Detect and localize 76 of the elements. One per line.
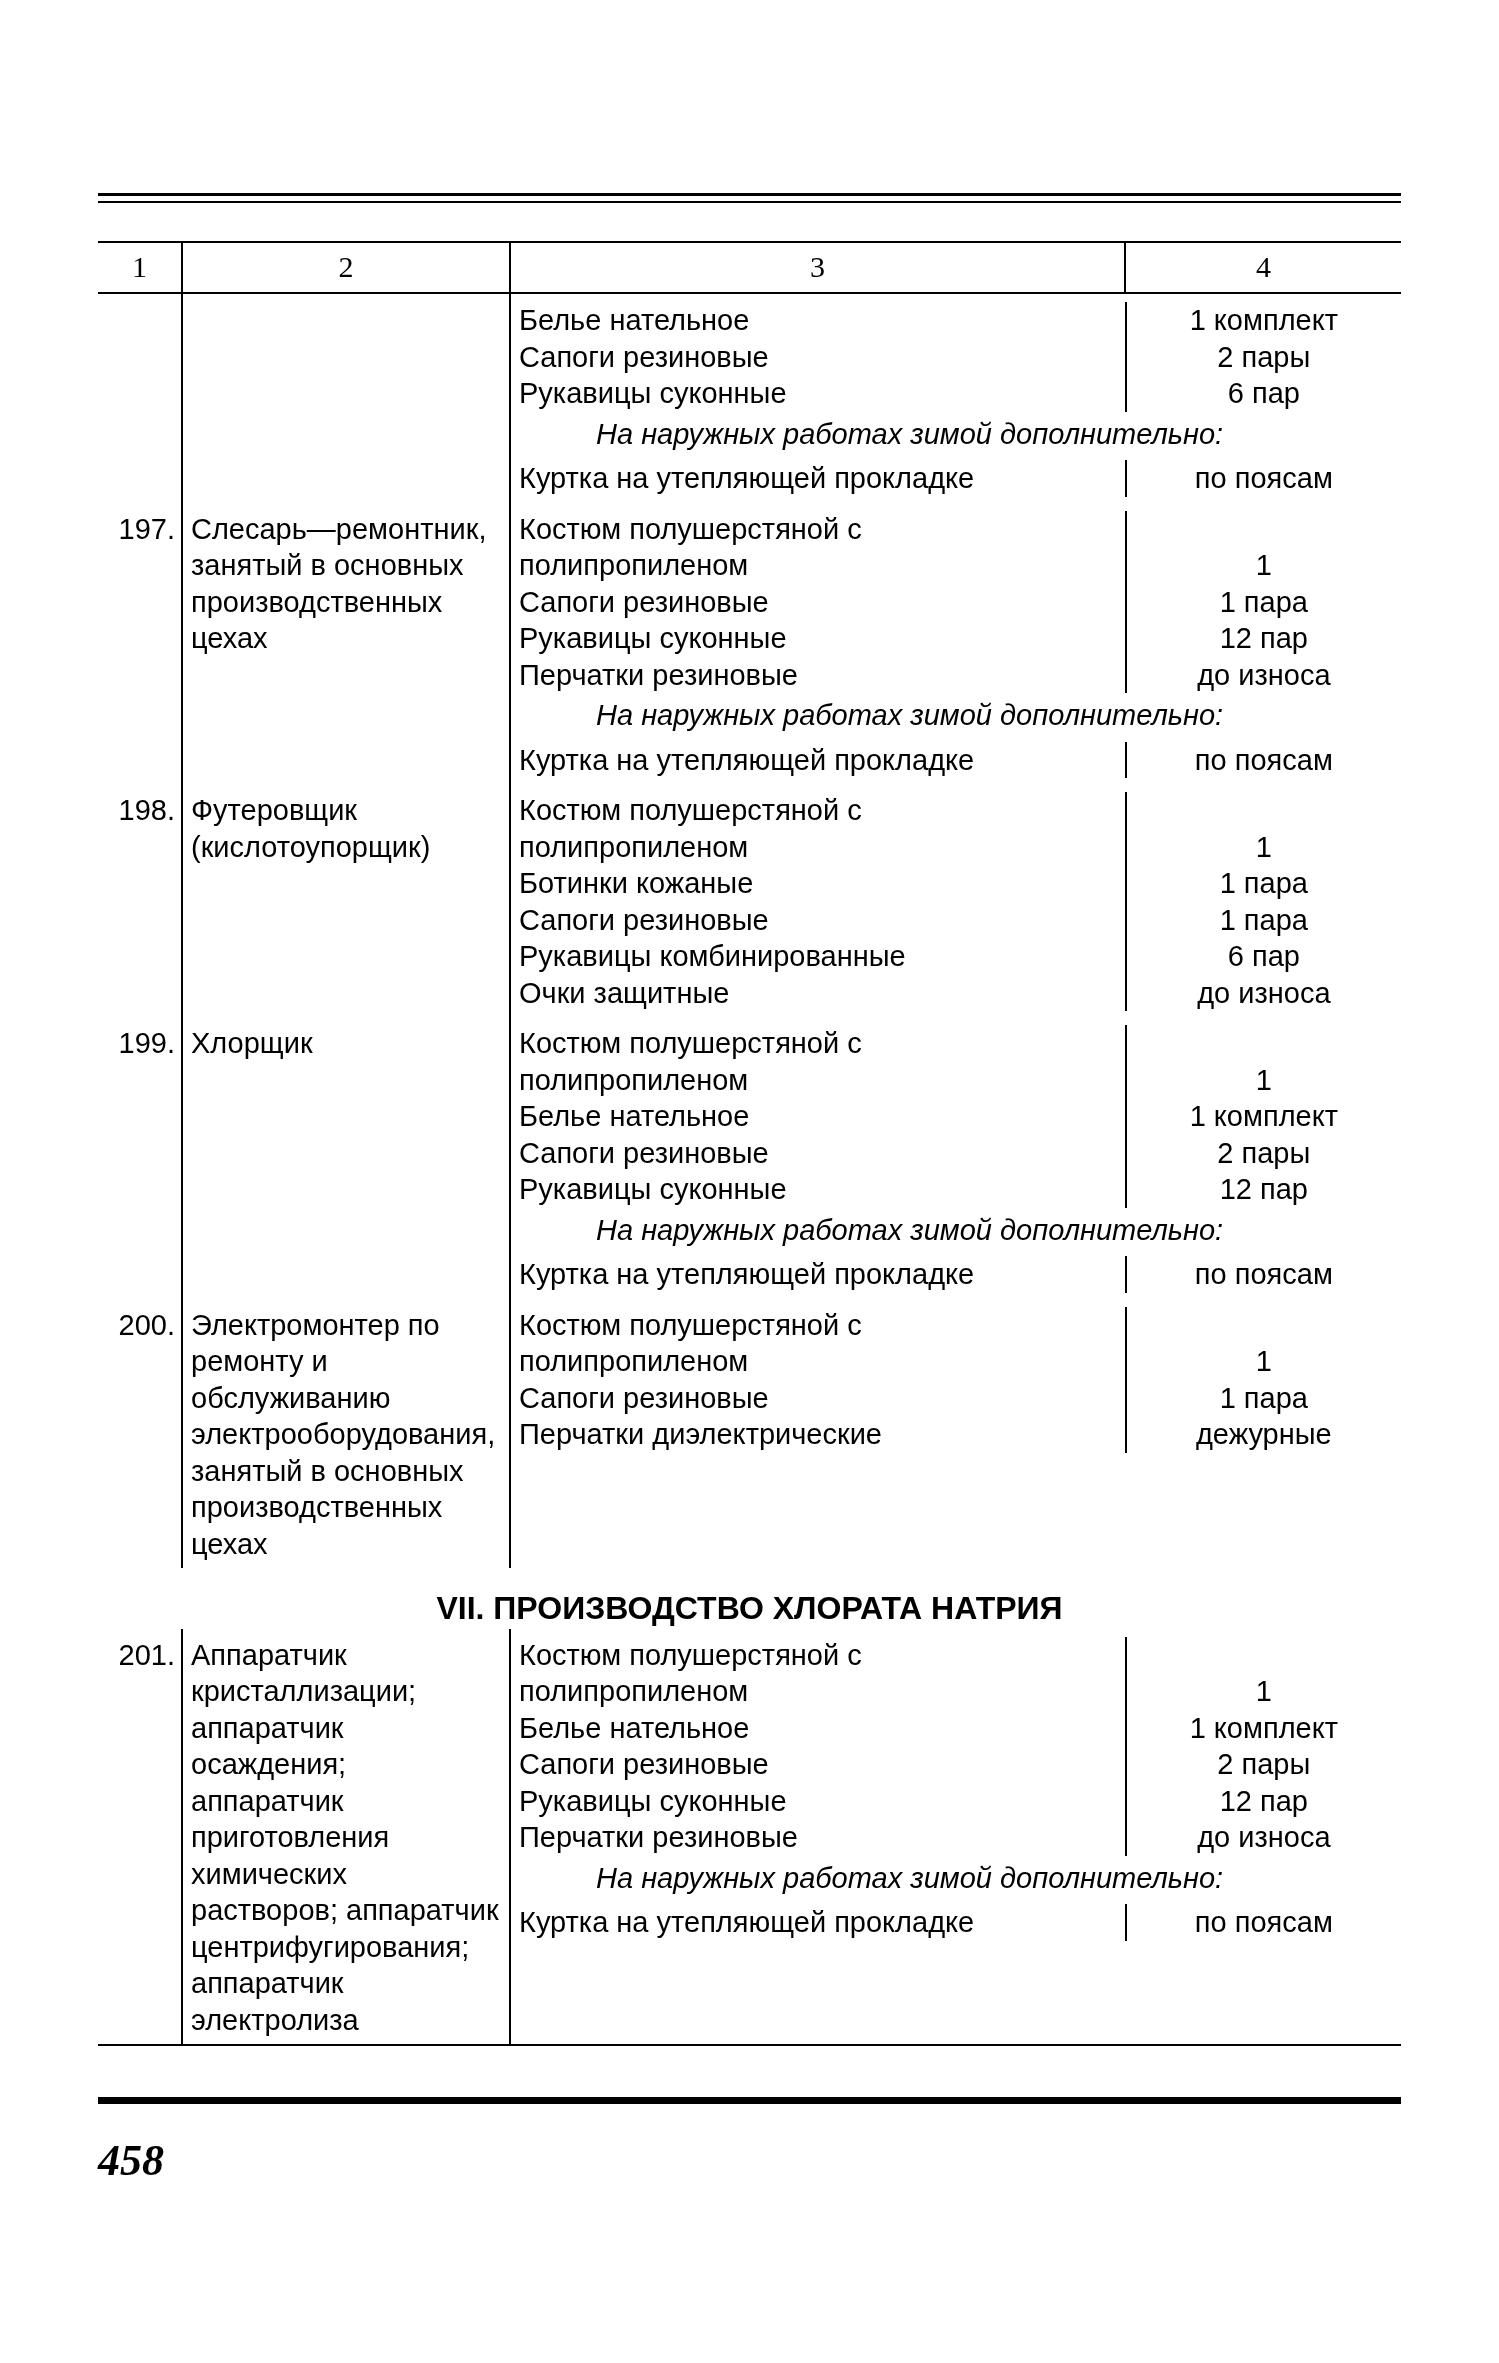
job-title: Слесарь—ремонтник, занятый в основных производственных цехах [191,511,488,656]
note: На наружных работах зимой дополнительно: [596,417,1224,450]
row-number: 198. [118,794,175,826]
note: На наружных работах зимой дополнительно: [596,1213,1224,1246]
item-name: Перчатки резиновые [519,1821,798,1853]
item-name: Сапоги резиновые [519,1136,769,1169]
job-title: Хлорщик [191,1026,314,1061]
quantity: 1 комплект [1189,1710,1338,1746]
quantity: 1 пара [1219,902,1308,938]
quantity: дежурные [1195,1417,1332,1452]
quantity: 1 [1255,548,1272,583]
quantity: 1 комплект [1189,303,1338,338]
quantity: 2 пары [1217,1747,1311,1782]
item-name: Очки защитные [519,976,730,1009]
item-name: Белье нательное [519,1100,750,1132]
item-name: Сапоги резиновые [519,340,769,373]
item-name: Сапоги резиновые [519,903,769,936]
quantity: 6 пар [1227,376,1300,411]
job-title: Аппаратчик кристаллизации; аппаратчик осаждения; аппаратчик приготовления химических растворов; аппаратчик центрифугирования; аппаратчик электролиза [191,1637,500,2038]
quantity: до износа [1197,1820,1331,1855]
quantity: 2 пары [1217,1135,1311,1171]
quantity: 12 пар [1219,1783,1308,1819]
job-title: Электромонтер по ремонту и обслуживанию электрооборудования, занятый в основных производственных цехах [191,1307,497,1562]
item-name: Рукавицы суконные [519,1173,787,1205]
item-name: Костюм полушерстяной с полипропиленом [519,1027,862,1096]
job-title: Футеровщик (кислотоупорщик) [191,793,432,865]
item-name: Куртка на утепляющей прокладке [519,1906,975,1938]
item-name: Ботинки кожаные [519,867,754,899]
quantity: 1 комплект [1189,1099,1338,1134]
item-name: Рукавицы суконные [519,1784,787,1817]
item-name: Белье нательное [519,304,750,336]
quantity: 1 [1255,1062,1272,1098]
column-number: 2 [338,249,354,286]
page-number: 458 [98,2136,164,2185]
item-name: Костюм полушерстяной с полипропиленом [519,794,862,863]
quantity: 6 пар [1227,939,1300,974]
item-name: Перчатки резиновые [519,658,798,691]
item-name: Куртка на утепляющей прокладке [519,743,975,776]
quantity: 1 [1255,1344,1272,1379]
quantity: 1 пара [1219,866,1308,901]
item-name: Куртка на утепляющей прокладке [519,462,975,494]
item-name: Куртка на утепляющей прокладке [519,1258,975,1290]
note: На наружных работах зимой дополнительно: [596,1861,1224,1894]
item-name: Сапоги резиновые [519,1381,769,1414]
row-number: 201. [118,1638,175,1671]
item-name: Костюм полушерстяной с полипропиленом [519,1638,862,1707]
row-number: 200. [118,1308,175,1341]
quantity: 12 пар [1219,1172,1308,1207]
column-number: 4 [1256,249,1271,286]
item-name: Костюм полушерстяной с полипропиленом [519,1308,862,1377]
quantity: по поясам [1194,461,1333,496]
quantity: 1 пара [1219,1380,1308,1416]
item-name: Костюм полушерстяной с полипропиленом [519,512,862,581]
item-name: Рукавицы суконные [519,622,787,654]
column-number: 1 [132,249,147,286]
quantity: 1 [1255,1674,1272,1709]
item-name: Сапоги резиновые [519,1748,769,1780]
quantity: по поясам [1194,1257,1333,1292]
row-number: 199. [118,1027,175,1059]
item-name: Сапоги резиновые [519,585,769,618]
item-name: Белье нательное [519,1711,750,1744]
quantity: 12 пар [1219,621,1308,656]
section-heading: VII. ПРОИЗВОДСТВО ХЛОРАТА НАТРИЯ [436,1590,1063,1627]
quantity: 2 пары [1217,339,1311,375]
quantity: до износа [1197,975,1331,1011]
item-name: Рукавицы комбинированные [519,940,906,972]
item-name: Рукавицы суконные [519,377,787,409]
quantity: по поясам [1194,1905,1333,1940]
quantity: 1 [1255,829,1272,865]
quantity: до износа [1197,657,1331,693]
column-number: 3 [810,249,825,286]
quantity: 1 пара [1219,584,1308,620]
quantity: по поясам [1194,742,1333,778]
row-number: 197. [118,512,175,545]
item-name: Перчатки диэлектрические [519,1418,882,1450]
note: На наружных работах зимой дополнительно: [596,699,1224,731]
